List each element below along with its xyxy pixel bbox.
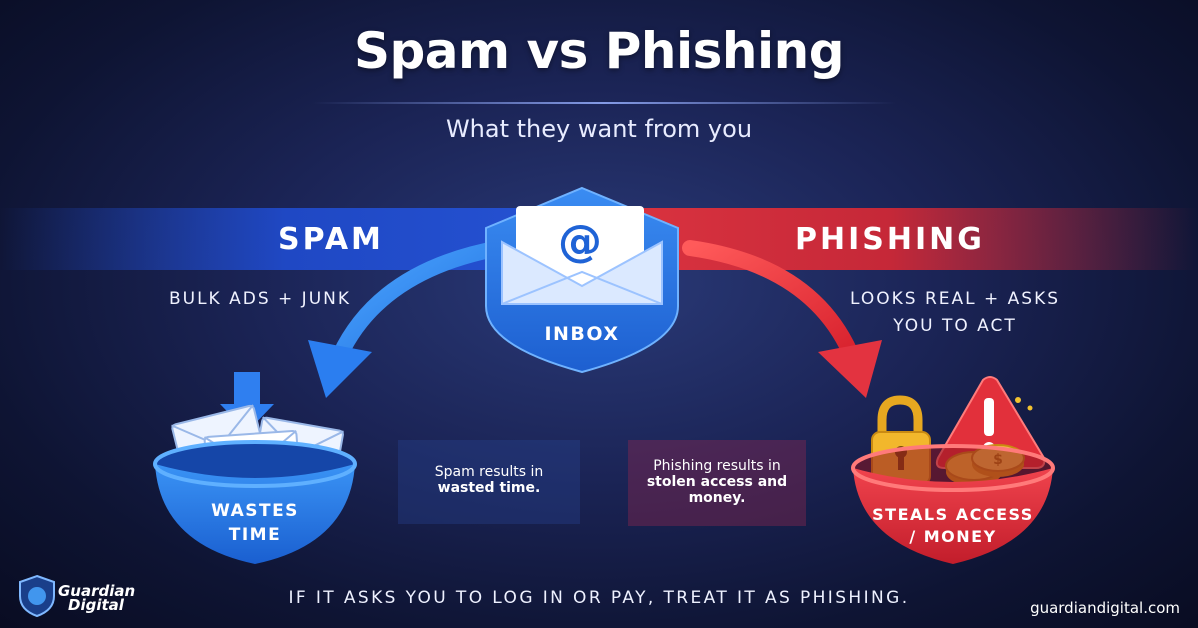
- shield-logo-icon: [19, 574, 55, 618]
- phishing-note-bold-line2: money.: [688, 490, 746, 506]
- title-divider: [312, 102, 896, 104]
- logo-line2: Digital: [68, 596, 124, 614]
- spam-note-bold: wasted time.: [437, 480, 541, 496]
- page-title: Spam vs Phishing: [353, 22, 845, 80]
- phishing-note-bold-line1: stolen access and: [646, 474, 788, 490]
- page-subtitle: What they want from you: [445, 115, 753, 143]
- spam-outcome-line1: WASTES: [211, 501, 299, 521]
- spam-arrow: [332, 240, 508, 363]
- phishing-arrow: [682, 240, 858, 360]
- at-icon: @: [558, 216, 602, 267]
- spam-note: Spam results in wasted time.: [398, 440, 580, 524]
- spam-arrowhead: [308, 340, 372, 398]
- phishing-description-line1: LOOKS REAL + ASKS: [849, 289, 1061, 309]
- spam-bowl: [153, 372, 357, 564]
- spam-note-plain: Spam results in: [434, 464, 544, 480]
- spam-description: BULK ADS + JUNK: [168, 289, 351, 309]
- inbox-shield: @: [485, 186, 679, 374]
- phishing-description-line2: YOU TO ACT: [893, 316, 1017, 336]
- spam-heading: SPAM: [278, 222, 384, 257]
- phishing-bowl: $: [851, 376, 1055, 564]
- phishing-outcome-line2: / MONEY: [909, 527, 997, 546]
- spam-outcome-line2: TIME: [228, 525, 282, 545]
- phishing-outcome-line1: STEALS ACCESS: [872, 505, 1034, 524]
- phishing-note: Phishing results in stolen access and mo…: [628, 440, 806, 526]
- inbox-label: INBOX: [544, 323, 620, 345]
- brand-url: guardiandigital.com: [1030, 599, 1180, 617]
- phishing-arrowhead: [818, 340, 882, 398]
- brand-logo-text: Guardian Digital: [58, 582, 136, 614]
- logo-line1: Guardian: [58, 582, 136, 600]
- footer-tip: IF IT ASKS YOU TO LOG IN OR PAY, TREAT I…: [288, 588, 910, 608]
- phishing-heading: PHISHING: [795, 222, 985, 257]
- phishing-note-plain: Phishing results in: [653, 458, 781, 474]
